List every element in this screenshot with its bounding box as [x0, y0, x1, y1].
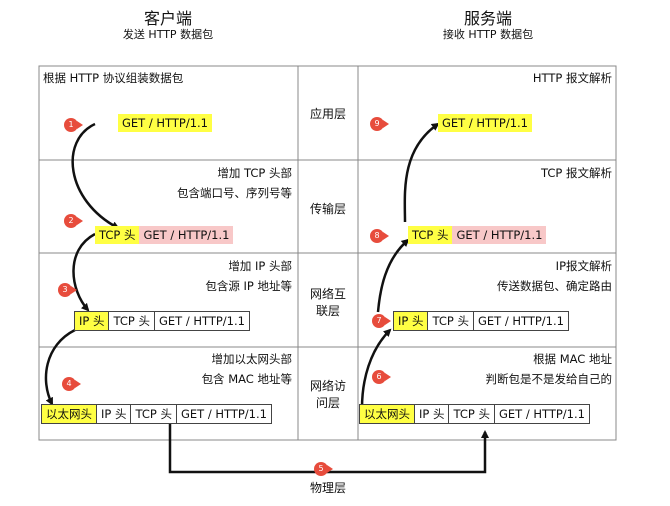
- tcp-header: TCP 头: [408, 226, 453, 244]
- http-segment: GET / HTTP/1.1: [438, 114, 532, 132]
- server-app-packet: GET / HTTP/1.1: [438, 114, 532, 132]
- tcp-header: TCP 头: [428, 312, 474, 330]
- http-segment: GET / HTTP/1.1: [452, 226, 547, 244]
- server-header: 服务端 接收 HTTP 数据包: [418, 10, 558, 42]
- ethernet-header: 以太网头: [42, 405, 97, 423]
- arrow-7-8: [376, 238, 410, 313]
- http-segment: GET / HTTP/1.1: [494, 405, 589, 423]
- step-badge-3: 3: [58, 283, 77, 297]
- client-subtitle: 发送 HTTP 数据包: [122, 28, 214, 41]
- server-network-note: IP报文解析 传送数据包、确定路由: [497, 259, 612, 293]
- tcp-header: TCP 头: [95, 226, 140, 244]
- step-badge-8: 8: [370, 229, 389, 243]
- layer-grid: [38, 65, 617, 441]
- layer-physical: 物理层: [309, 481, 346, 495]
- tcp-header: TCP 头: [131, 405, 177, 423]
- step-badge-2: 2: [64, 214, 83, 228]
- http-segment: GET / HTTP/1.1: [473, 312, 568, 330]
- ip-header: IP 头: [394, 312, 429, 330]
- client-transport-note: 增加 TCP 头部 包含端口号、序列号等: [177, 166, 292, 200]
- ip-header: IP 头: [97, 405, 132, 423]
- tcp-header: TCP 头: [449, 405, 495, 423]
- layer-application: 应用层: [309, 107, 346, 121]
- server-transport-note: TCP 报文解析: [541, 166, 612, 180]
- step-badge-7: 7: [372, 314, 391, 328]
- step-badge-9: 9: [370, 117, 389, 131]
- ip-header: IP 头: [75, 312, 110, 330]
- step-badge-1: 1: [64, 118, 83, 132]
- server-transport-packet: TCP 头 GET / HTTP/1.1: [408, 226, 547, 244]
- arrow-2-3: [72, 232, 96, 312]
- layer-link: 网络访 问层: [309, 379, 346, 410]
- client-link-note: 增加以太网头部 包含 MAC 地址等: [201, 352, 292, 386]
- client-network-note: 增加 IP 头部 包含源 IP 地址等: [205, 259, 292, 293]
- tcp-header: TCP 头: [109, 312, 155, 330]
- client-network-packet: IP 头 TCP 头 GET / HTTP/1.1: [74, 311, 250, 331]
- arrow-6-7: [360, 328, 392, 409]
- http-segment: GET / HTTP/1.1: [139, 226, 234, 244]
- step-badge-5: 5: [314, 462, 333, 476]
- http-segment: GET / HTTP/1.1: [118, 114, 212, 132]
- client-app-packet: GET / HTTP/1.1: [118, 114, 212, 132]
- http-segment: GET / HTTP/1.1: [154, 312, 249, 330]
- step-badge-6: 6: [372, 370, 391, 384]
- client-title: 客户端: [143, 9, 192, 28]
- client-link-packet: 以太网头 IP 头 TCP 头 GET / HTTP/1.1: [41, 404, 272, 424]
- layer-transport: 传输层: [309, 202, 346, 216]
- arrow-3-4: [44, 328, 76, 406]
- ethernet-header: 以太网头: [360, 405, 415, 423]
- server-link-note: 根据 MAC 地址 判断包是不是发给自己的: [485, 352, 613, 386]
- step-badge-4: 4: [62, 377, 81, 391]
- server-app-note: HTTP 报文解析: [532, 71, 612, 85]
- client-header: 客户端 发送 HTTP 数据包: [98, 10, 238, 42]
- arrow-8-9: [403, 122, 440, 223]
- http-segment: GET / HTTP/1.1: [176, 405, 271, 423]
- ip-header: IP 头: [415, 405, 450, 423]
- layer-network: 网络互 联层: [309, 287, 346, 318]
- server-link-packet: 以太网头 IP 头 TCP 头 GET / HTTP/1.1: [359, 404, 590, 424]
- server-title: 服务端: [463, 9, 512, 28]
- server-network-packet: IP 头 TCP 头 GET / HTTP/1.1: [393, 311, 569, 331]
- arrow-1-2: [71, 122, 120, 230]
- client-transport-packet: TCP 头 GET / HTTP/1.1: [95, 226, 234, 244]
- server-subtitle: 接收 HTTP 数据包: [442, 28, 534, 41]
- client-app-note: 根据 HTTP 协议组装数据包: [43, 71, 184, 85]
